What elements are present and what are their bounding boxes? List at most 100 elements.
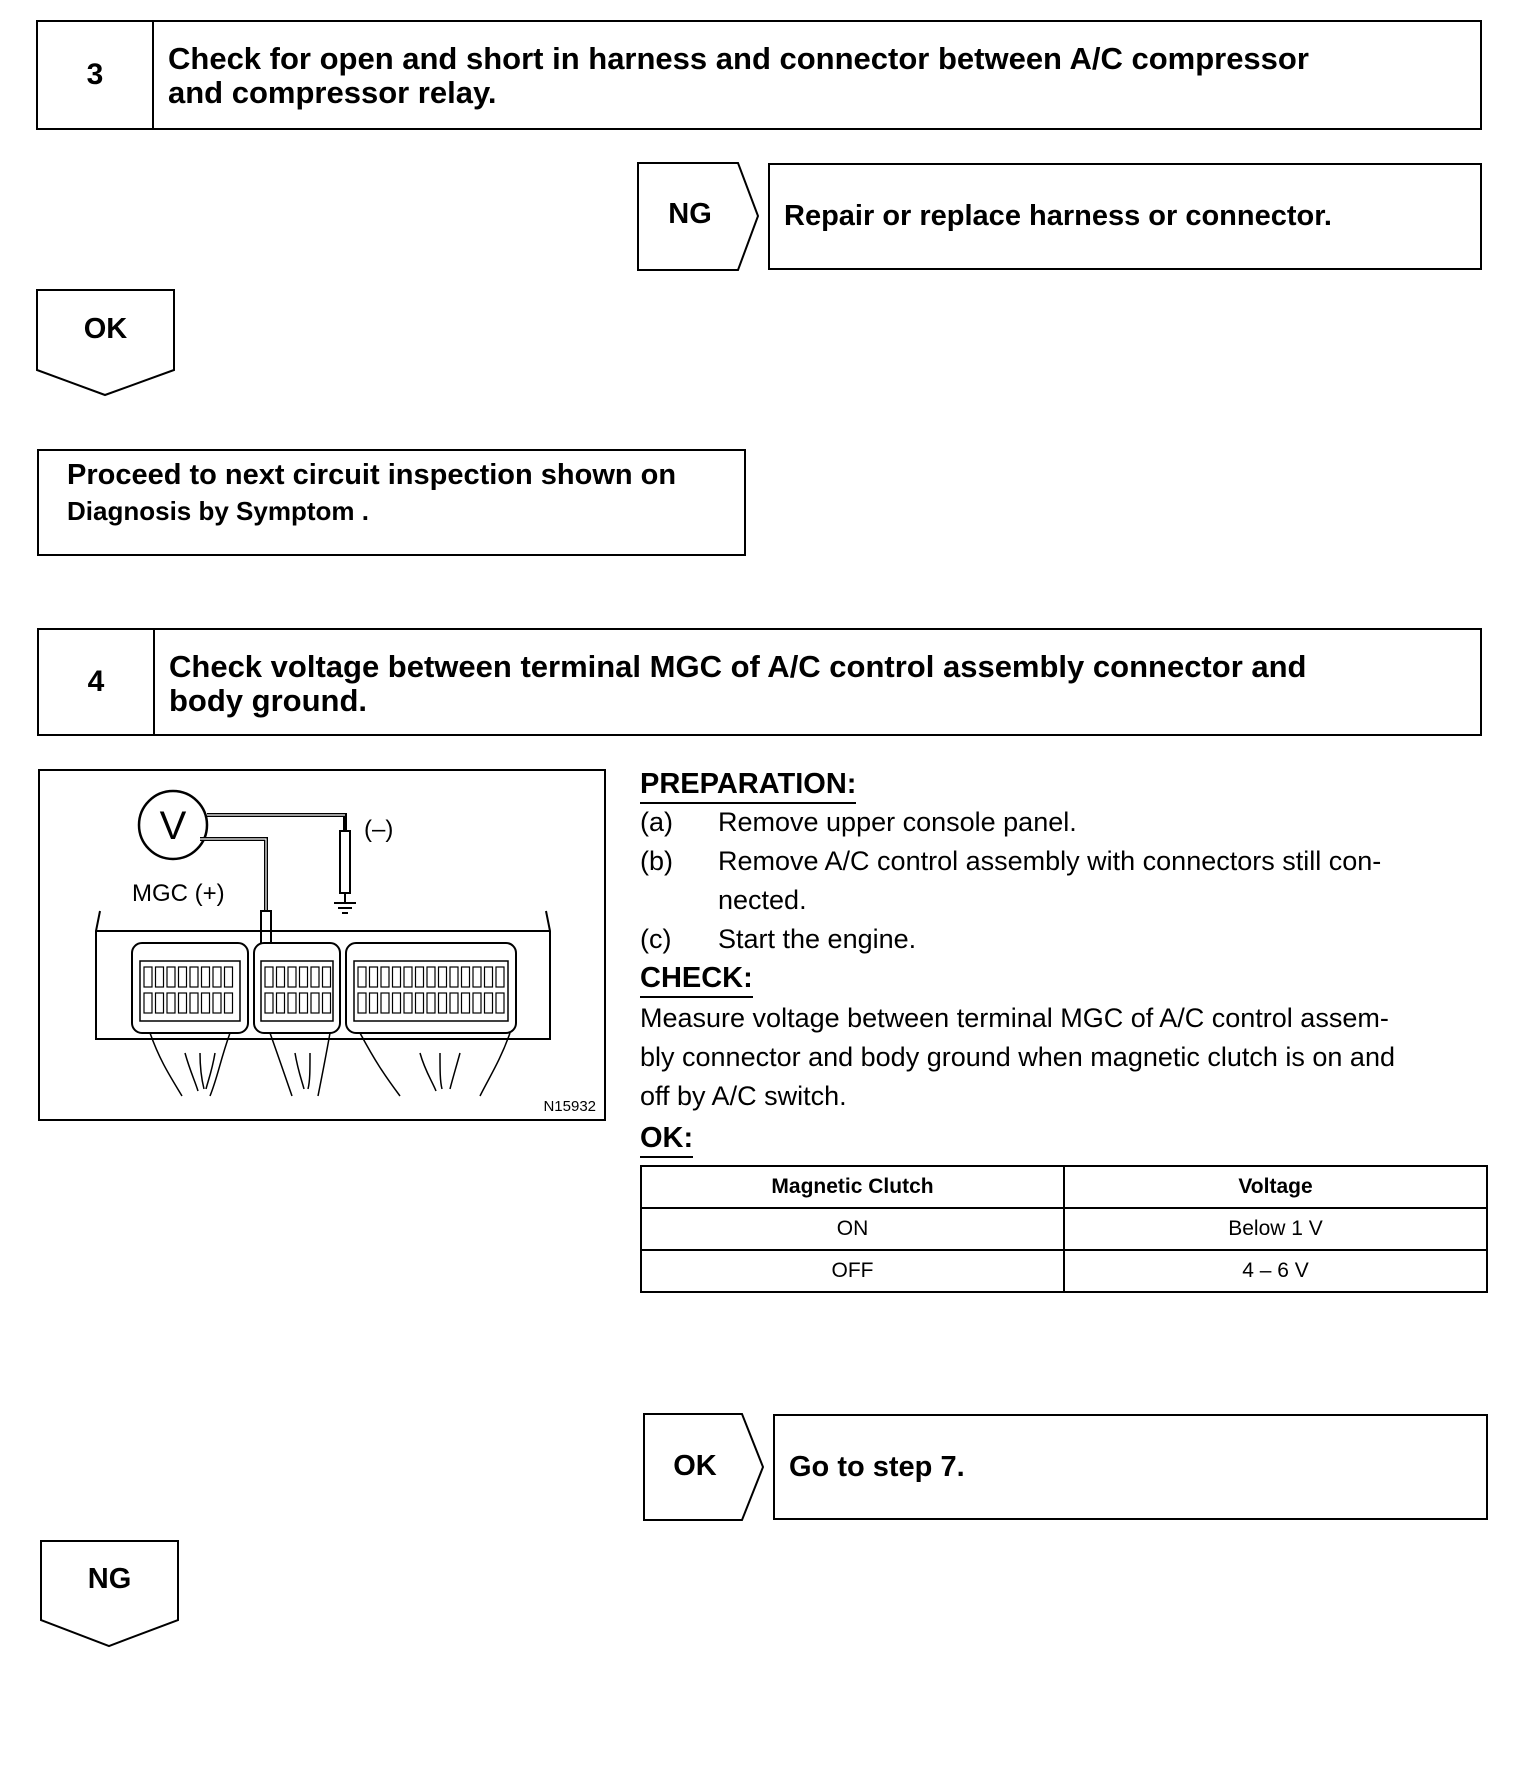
connector-left — [131, 942, 249, 1034]
table-cell: OFF — [640, 1249, 1065, 1293]
check-text: Measure voltage between terminal MGC of … — [640, 1003, 1395, 1111]
step-number: 3 — [38, 22, 154, 128]
connector-pin — [143, 992, 153, 1014]
connector-pin — [414, 992, 425, 1014]
connector-pin — [483, 966, 494, 988]
connector-middle — [253, 942, 341, 1034]
connector-pin — [200, 966, 211, 988]
ng-result-text: Repair or replace harness or connector. — [784, 200, 1332, 232]
connector-pin — [212, 966, 222, 988]
connector-pin — [426, 992, 436, 1014]
connector-pin — [177, 992, 188, 1014]
table-header-row: Magnetic Clutch Voltage — [640, 1165, 1488, 1209]
connector-pin — [449, 992, 459, 1014]
ng-label: NG — [87, 1563, 132, 1595]
connector-pin — [368, 966, 379, 988]
connector-pin — [287, 966, 297, 988]
connector-pin — [212, 992, 222, 1014]
connector-pin — [287, 992, 297, 1014]
connector-pin — [460, 992, 471, 1014]
ng-result-box: Repair or replace harness or connector. — [768, 163, 1482, 270]
connector-pin — [357, 992, 367, 1014]
spec-table: Magnetic Clutch Voltage ON Below 1 V OFF… — [640, 1165, 1488, 1293]
connector-pin — [223, 992, 234, 1014]
connector-pin — [298, 966, 309, 988]
connector-pin — [437, 966, 448, 988]
connector-pin — [414, 966, 425, 988]
connector-pin — [437, 992, 448, 1014]
step-3-header: 3 Check for open and short in harness an… — [36, 20, 1482, 130]
connector-pin — [166, 992, 176, 1014]
connector-pin — [143, 966, 153, 988]
column-header: Voltage — [1063, 1165, 1488, 1209]
connector-pin — [403, 966, 413, 988]
connector-pin — [449, 966, 459, 988]
connector-diagram: V (–) MGC (+) — [38, 769, 606, 1121]
connector-right — [345, 942, 517, 1034]
prep-item-b: (b) Remove A/C control assembly with con… — [640, 846, 1382, 915]
connector-pin — [368, 992, 379, 1014]
wire-harness — [149, 1032, 511, 1097]
positive-label: MGC (+) — [132, 880, 225, 907]
ok-label: OK — [673, 1450, 717, 1482]
connector-pin — [275, 992, 286, 1014]
connector-pin — [321, 992, 332, 1014]
connector-pin — [426, 966, 436, 988]
connector-pin — [495, 966, 505, 988]
ok-spec-heading: OK: — [640, 1122, 694, 1158]
ok-result-box: Go to step 7. — [773, 1414, 1488, 1520]
ng-label: NG — [668, 198, 712, 230]
negative-label: (–) — [364, 816, 393, 843]
connector-pin — [321, 966, 332, 988]
table-row: OFF 4 – 6 V — [640, 1249, 1488, 1293]
figure-code: N15932 — [543, 1098, 596, 1115]
connector-pin — [189, 992, 199, 1014]
connector-pin — [310, 966, 320, 988]
diagram-illustration: V (–) MGC (+) — [95, 789, 596, 1115]
preparation-heading: PREPARATION: — [640, 768, 857, 804]
voltmeter-symbol: V — [160, 804, 187, 848]
connector-pin — [154, 966, 165, 988]
connector-pin — [391, 966, 402, 988]
prep-item-a: (a) Remove upper console panel. — [640, 807, 1077, 837]
connector-pin — [472, 966, 482, 988]
connector-pin — [298, 992, 309, 1014]
table-row: ON Below 1 V — [640, 1207, 1488, 1251]
prep-item-c: (c) Start the engine. — [640, 924, 917, 954]
step-number: 4 — [39, 630, 155, 734]
proceed-text: Proceed to next circuit inspection shown… — [67, 459, 677, 526]
proceed-box: Proceed to next circuit inspection shown… — [37, 449, 746, 556]
voltmeter-icon — [137, 789, 209, 861]
connector-pin — [495, 992, 505, 1014]
table-cell: Below 1 V — [1063, 1207, 1488, 1251]
connector-pin — [177, 966, 188, 988]
step-title: Check for open and short in harness and … — [168, 41, 1309, 110]
connector-pin — [264, 992, 274, 1014]
connector-pin — [403, 992, 413, 1014]
step-4-header: 4 Check voltage between terminal MGC of … — [37, 628, 1482, 736]
table-cell: ON — [640, 1207, 1065, 1251]
connector-pin — [380, 992, 390, 1014]
connector-pin — [380, 966, 390, 988]
ok-label: OK — [83, 313, 128, 345]
connector-pin — [357, 966, 367, 988]
connector-pin — [223, 966, 234, 988]
connector-pin — [472, 992, 482, 1014]
table-cell: 4 – 6 V — [1063, 1249, 1488, 1293]
connector-pin — [154, 992, 165, 1014]
connector-pin — [264, 966, 274, 988]
connector-pin — [200, 992, 211, 1014]
negative-probe-icon — [339, 830, 351, 894]
connector-pin — [189, 966, 199, 988]
step-title: Check voltage between terminal MGC of A/… — [169, 649, 1307, 718]
connector-pin — [483, 992, 494, 1014]
connector-pin — [310, 992, 320, 1014]
column-header: Magnetic Clutch — [640, 1165, 1065, 1209]
connector-pin — [460, 966, 471, 988]
ok-result-text: Go to step 7. — [789, 1450, 965, 1483]
control-assembly — [95, 910, 551, 1040]
check-heading: CHECK: — [640, 962, 753, 998]
connector-pin — [166, 966, 176, 988]
connector-pin — [275, 966, 286, 988]
connector-pin — [391, 992, 402, 1014]
